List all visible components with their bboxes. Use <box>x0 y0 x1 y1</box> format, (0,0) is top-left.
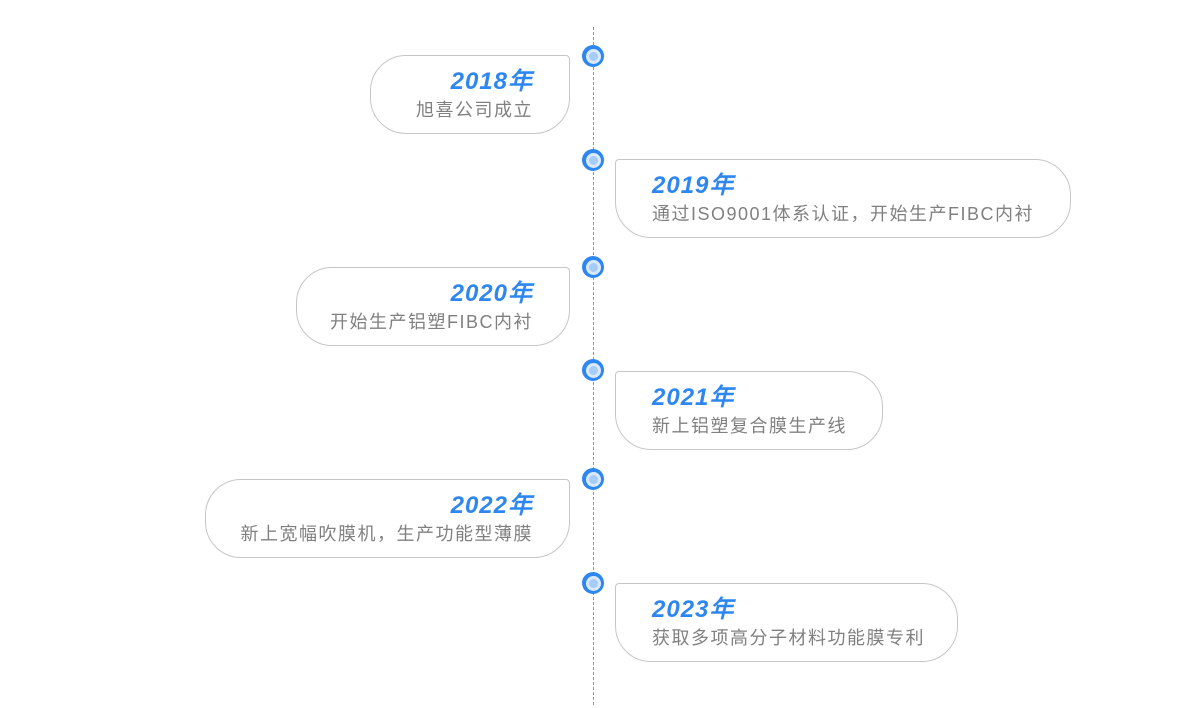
year-label: 2018年 <box>450 67 533 95</box>
year-label: 2022年 <box>450 491 533 519</box>
dot-ring <box>585 471 601 487</box>
dot-core <box>588 365 598 375</box>
dot-core <box>588 578 598 588</box>
timeline-dot-2020 <box>582 256 604 278</box>
timeline-dot-2021 <box>582 359 604 381</box>
year-label: 2023年 <box>652 595 735 623</box>
dot-ring <box>585 152 601 168</box>
timeline-card-2023: 2023年 获取多项高分子材料功能膜专利 <box>615 583 958 662</box>
timeline-dot-2023 <box>582 572 604 594</box>
timeline-card-2019: 2019年 通过ISO9001体系认证，开始生产FIBC内衬 <box>615 159 1071 238</box>
dot-core <box>588 262 598 272</box>
dot-ring <box>585 575 601 591</box>
dot-core <box>588 155 598 165</box>
dot-ring <box>585 362 601 378</box>
dot-ring <box>585 48 601 64</box>
milestone-description: 新上宽幅吹膜机，生产功能型薄膜 <box>240 523 533 544</box>
milestone-description: 获取多项高分子材料功能膜专利 <box>652 627 925 648</box>
timeline-card-2022: 2022年 新上宽幅吹膜机，生产功能型薄膜 <box>205 479 570 558</box>
timeline-card-2020: 2020年 开始生产铝塑FIBC内衬 <box>296 267 570 346</box>
year-label: 2019年 <box>652 171 735 199</box>
dot-ring <box>585 259 601 275</box>
dot-core <box>588 474 598 484</box>
year-label: 2020年 <box>450 279 533 307</box>
timeline-dot-2022 <box>582 468 604 490</box>
milestone-description: 开始生产铝塑FIBC内衬 <box>329 311 533 332</box>
timeline-dot-2019 <box>582 149 604 171</box>
year-label: 2021年 <box>652 383 735 411</box>
milestone-description: 通过ISO9001体系认证，开始生产FIBC内衬 <box>652 203 1035 224</box>
milestone-description: 新上铝塑复合膜生产线 <box>652 415 847 436</box>
timeline-card-2021: 2021年 新上铝塑复合膜生产线 <box>615 371 883 450</box>
timeline-card-2018: 2018年 旭喜公司成立 <box>370 55 570 134</box>
timeline-dot-2018 <box>582 45 604 67</box>
dot-core <box>588 51 598 61</box>
milestone-description: 旭喜公司成立 <box>416 99 533 120</box>
